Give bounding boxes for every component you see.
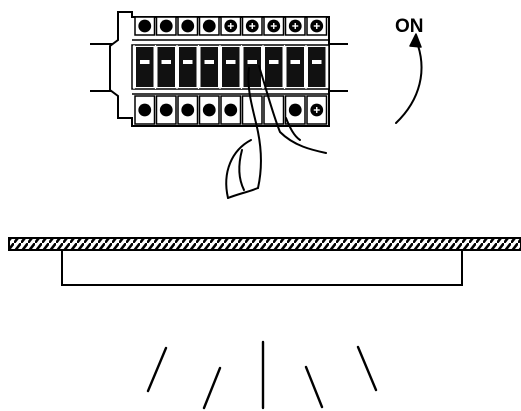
lever-toggle — [247, 60, 257, 64]
breaker-switch-9[interactable] — [308, 47, 326, 87]
breaker-switch-8[interactable] — [286, 47, 305, 87]
light-fixture-body — [61, 249, 463, 286]
lever-toggle — [290, 60, 300, 64]
top-terminal-row — [134, 16, 328, 36]
breaker-lever-row[interactable] — [131, 44, 330, 90]
lever-toggle — [183, 60, 193, 64]
breaker-switch-5[interactable] — [222, 47, 240, 87]
breaker-panel — [90, 11, 348, 127]
terminal-screw-icon — [181, 19, 195, 33]
on-label: ON — [395, 16, 424, 37]
lever-toggle — [161, 60, 171, 64]
terminal-screw-icon — [181, 103, 195, 117]
light-rays-icon — [146, 340, 378, 410]
terminal-screw-icon — [202, 103, 216, 117]
lever-toggle — [226, 60, 236, 64]
terminal-screw-icon — [159, 103, 173, 117]
terminal-screw-icon — [288, 103, 302, 117]
ceiling-light-fixture — [8, 237, 521, 286]
breaker-switch-7[interactable] — [265, 47, 283, 87]
terminal-screw-icon — [224, 103, 238, 117]
terminal-screw-icon — [138, 19, 152, 33]
hand-icon — [225, 65, 327, 199]
terminal-screw-icon — [202, 19, 216, 33]
breaker-switch-4[interactable] — [200, 47, 219, 87]
terminal-screw-icon — [138, 103, 152, 117]
lever-toggle — [269, 60, 279, 64]
breaker-switch-3[interactable] — [179, 47, 197, 87]
ceiling-hatched-band — [8, 237, 521, 251]
breaker-switch-2[interactable] — [157, 47, 176, 87]
lever-toggle — [312, 60, 322, 64]
lever-toggle — [140, 60, 150, 64]
terminal-screw-icon — [159, 19, 173, 33]
breaker-switch-1[interactable] — [136, 47, 154, 87]
lever-toggle — [204, 60, 214, 64]
curved-arrow-icon — [395, 33, 423, 124]
bottom-terminal-7 — [263, 95, 285, 125]
bottom-terminal-row — [134, 95, 328, 125]
